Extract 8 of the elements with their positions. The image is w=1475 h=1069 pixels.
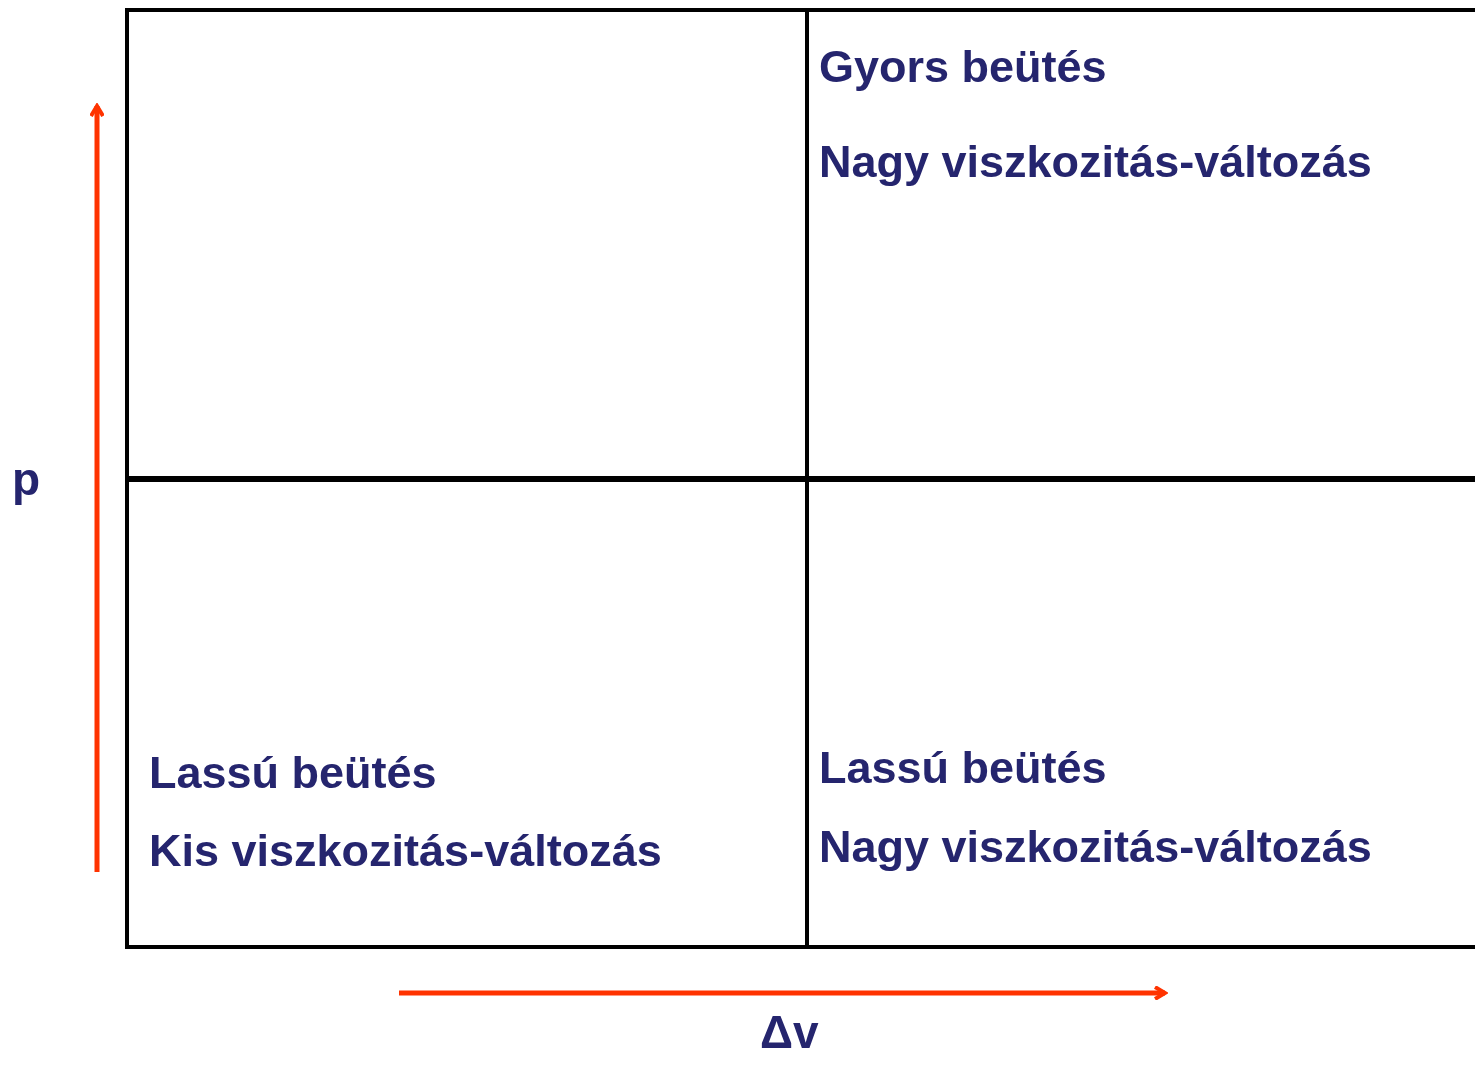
quadrant-text: Lassú beütés xyxy=(819,743,1107,793)
axis-label: Δv xyxy=(760,1005,819,1059)
quadrant-text: Gyors beütés xyxy=(819,42,1107,92)
quadrant-text: Nagy viszkozitás-változás xyxy=(819,137,1372,187)
axis-label: p xyxy=(12,452,41,506)
quadrant-text: Kis viszkozitás-változás xyxy=(149,826,662,876)
quadrant-text: Lassú beütés xyxy=(149,748,437,798)
quadrant-text: Nagy viszkozitás-változás xyxy=(819,822,1372,872)
